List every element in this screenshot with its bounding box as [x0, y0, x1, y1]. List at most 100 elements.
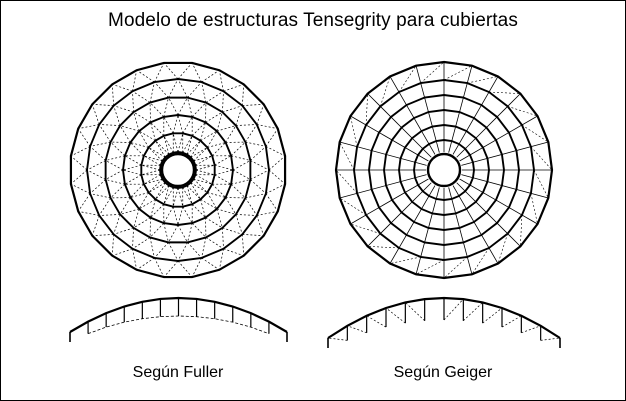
fuller-cable	[148, 182, 166, 193]
fuller-ring	[122, 114, 234, 226]
fuller-cable	[242, 103, 264, 107]
fuller-cable	[256, 124, 278, 130]
fuller-cable	[231, 179, 251, 185]
fuller-cable	[235, 105, 243, 126]
fuller-cable	[132, 90, 151, 103]
fuller-cable	[230, 141, 246, 157]
geiger-ring	[353, 79, 535, 261]
fuller-cable	[89, 146, 106, 161]
fuller-cable	[195, 164, 215, 171]
fuller-cable	[172, 187, 179, 207]
fuller-cable	[163, 223, 169, 243]
fuller-cable	[223, 248, 244, 257]
geiger-radial-cable	[452, 185, 499, 264]
geiger-diagonal-cable	[339, 141, 355, 171]
geiger-radial-cable	[350, 115, 429, 162]
fuller-cable	[265, 128, 279, 147]
fuller-cable	[177, 224, 188, 243]
fuller-cable	[148, 178, 163, 193]
fuller-cable	[136, 257, 155, 271]
fuller-cable	[187, 242, 202, 259]
fuller-cable	[216, 208, 223, 229]
fuller-cable	[149, 222, 165, 238]
geiger-diagonal-cable	[443, 256, 468, 279]
fuller-cable	[122, 164, 142, 171]
geiger-diagonal-cable	[420, 61, 445, 84]
fuller-cable	[150, 199, 156, 218]
fuller-cable	[149, 237, 155, 258]
fuller-cable	[245, 193, 266, 199]
fuller-cable	[143, 155, 163, 162]
geiger-diagonal-cable	[380, 76, 391, 107]
geiger-central-hub	[426, 152, 462, 188]
fuller-cable	[172, 206, 179, 226]
fuller-cable	[119, 197, 131, 215]
fuller-cable	[207, 192, 226, 198]
fuller-cable	[113, 105, 121, 126]
fuller-cable	[133, 111, 151, 123]
geiger-section-cable	[405, 302, 425, 322]
fuller-cable	[143, 174, 161, 185]
geiger-radial-cable	[456, 93, 521, 158]
geiger-diagonal-cable	[415, 259, 445, 275]
fuller-cable	[190, 182, 201, 200]
fuller-cable	[110, 141, 126, 157]
fuller-cable	[148, 147, 163, 162]
fuller-cable	[138, 199, 156, 210]
fuller-cable	[200, 122, 206, 141]
fuller-cable	[207, 142, 226, 148]
fuller-cable	[163, 97, 169, 117]
fuller-cable	[177, 62, 193, 80]
geiger-diagonal-cable	[339, 197, 367, 216]
fuller-cable	[205, 217, 223, 229]
geiger-diagonal-cable	[367, 246, 400, 249]
fuller-cable	[230, 183, 246, 199]
fuller-cable	[132, 91, 134, 113]
geiger-radial-cable	[367, 93, 432, 158]
fuller-cable	[190, 140, 201, 158]
fuller-cable	[163, 206, 174, 224]
fuller-cable	[205, 111, 223, 123]
fuller-cable	[241, 84, 245, 106]
fuller-cable	[119, 125, 140, 132]
geiger-radial-cable	[461, 174, 549, 199]
geiger-diagonal-cable	[530, 146, 553, 171]
fuller-cable	[182, 116, 193, 134]
fuller-cable	[163, 187, 174, 205]
geiger-section-cable	[482, 307, 503, 324]
fuller-cable	[105, 155, 125, 161]
geiger-diagonal-cable	[520, 214, 523, 247]
fuller-cable	[70, 146, 91, 157]
fuller-cable	[168, 97, 179, 116]
fuller-cable	[119, 125, 131, 143]
geiger-radial-cable	[448, 65, 473, 153]
fuller-cable	[250, 146, 267, 161]
fuller-cable	[256, 210, 278, 216]
fuller-cable	[177, 78, 188, 98]
fuller-cable	[133, 208, 140, 229]
geiger-section-cable	[501, 315, 522, 328]
fuller-cable	[193, 155, 213, 162]
fuller-cable	[112, 83, 133, 92]
fuller-cable	[92, 103, 114, 107]
fuller-ring	[140, 132, 216, 208]
geiger-section-cable	[347, 325, 367, 334]
fuller-cable	[99, 124, 121, 126]
fuller-cable	[105, 179, 125, 185]
fuller-cable	[163, 185, 170, 205]
fuller-cable	[187, 81, 202, 98]
geiger-radial-cable	[456, 182, 521, 247]
fuller-cable	[265, 183, 286, 194]
fuller-cable	[256, 215, 265, 236]
fuller-cable	[155, 182, 166, 200]
fuller-cable	[200, 199, 206, 218]
fuller-cable	[193, 147, 208, 162]
fuller-cable	[207, 192, 218, 210]
geiger-diagonal-cable	[365, 93, 368, 126]
geiger-radial-cable	[459, 115, 538, 162]
fuller-cable	[223, 83, 244, 92]
fuller-cable	[70, 155, 88, 171]
fuller-cable	[177, 206, 184, 226]
fuller-cable	[268, 155, 286, 171]
